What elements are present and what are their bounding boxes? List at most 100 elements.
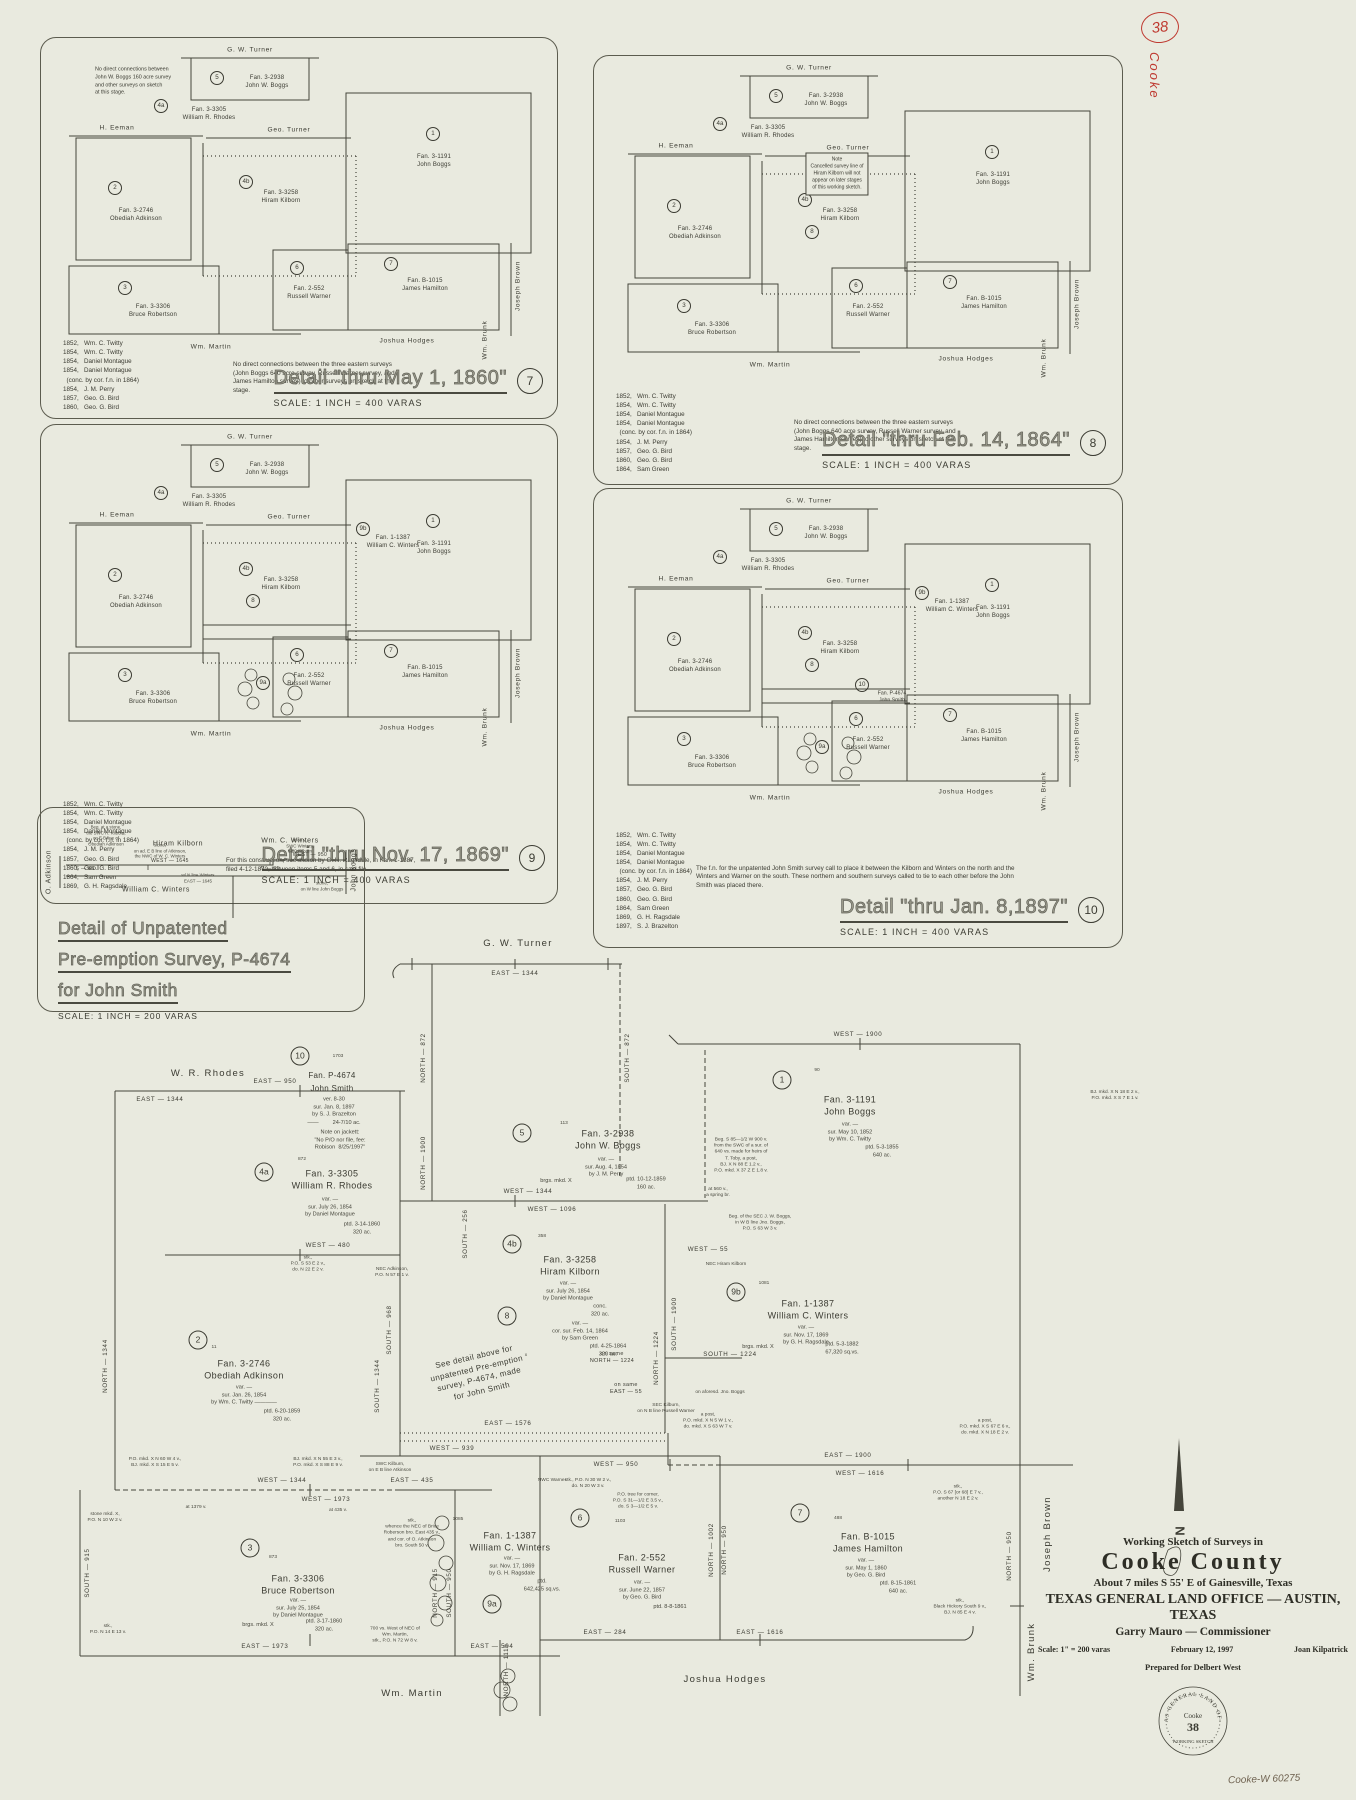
survey-james-hamilton: Fan. B-1015 James Hamilton (402, 665, 448, 679)
legend-entry: 1854, Daniel Montague (616, 420, 685, 428)
survey-number-9b: 9b (726, 1282, 746, 1302)
survey-william-r-rhodes: Fan. 3-3305 William R. Rhodes (291, 1168, 373, 1190)
survey-number-3: 3 (118, 281, 132, 295)
map-label: SOUTH — 256 (461, 1209, 469, 1259)
neighbor-w-r-rhodes: W. R. Rhodes (170, 1067, 246, 1079)
survey-number-3: 3 (118, 668, 132, 682)
survey-number-3: 3 (677, 299, 691, 313)
legend-entry: 1854, Daniel Montague (616, 859, 685, 866)
panel-title: Detail "thru Nov. 17, 1869" (261, 844, 509, 871)
map-label: EAST — 1344 (136, 1095, 184, 1103)
legend-entry: 1857, Geo. G. Bird (616, 886, 673, 894)
neighbor-h-eeman: H. Eeman (99, 124, 135, 132)
map-label: 113 (560, 1120, 568, 1126)
panel-number-badge: 9 (519, 844, 545, 871)
survey-number-9b: 9b (915, 586, 929, 600)
panel-bottom-note: No direct connections between the three … (794, 418, 956, 453)
survey-number-4b: 4b (239, 562, 253, 576)
map-label: on same NORTH — 1224 (589, 1350, 635, 1364)
survey-number-4a: 4a (154, 486, 168, 500)
map-label: BJ. mkd. X N 18 E 2 v., P.O. mkd. X S 7 … (1090, 1089, 1140, 1101)
neighbor-h-eeman: H. Eeman (658, 575, 694, 583)
map-label: John Smith (310, 1083, 354, 1093)
map-label: w/ N line Winters EAST — 1645 (181, 872, 215, 883)
map-label: EAST — 1576 (484, 1419, 532, 1427)
survey-hiram-kilborn: Fan. 3-3258 Hiram Kilborn (820, 641, 860, 655)
neighbor-g-w-turner: G. W. Turner (227, 46, 273, 54)
legend-entry: 1854, Wm. C. Twitty (616, 402, 676, 409)
survey-number-8: 8 (497, 1306, 517, 1326)
map-label: NORTH — 1344 (101, 1339, 109, 1393)
neighbor-wm-martin: Wm. Martin (190, 730, 232, 738)
preemption-scale: SCALE: 1 INCH = 200 VARAS (58, 1011, 198, 1021)
legend-entry: 1854, Daniel Montague (63, 819, 132, 826)
survey-john-w-boggs: Fan. 3-2938 John W. Boggs (804, 526, 848, 540)
panel-title: Detail "thru Feb. 14, 1864" (822, 429, 1070, 456)
survey-number-7: 7 (943, 275, 957, 289)
map-label: WEST — 939 (429, 1444, 475, 1452)
survey-number-8: 8 (805, 225, 819, 239)
survey-hiram-kilborn: Fan. 3-3258 Hiram Kilborn (540, 1254, 600, 1276)
legend-entry: 1869, G. H. Ragsdale (616, 913, 681, 921)
seal-county: Cooke (1184, 1712, 1202, 1720)
neighbor-joshua-hodges: Joshua Hodges (938, 788, 994, 796)
legend-entry: 1854, Wm. C. Twitty (63, 809, 123, 817)
neighbor-wm-martin: Wm. Martin (749, 361, 791, 369)
map-label: SOUTH — 872 (623, 1033, 631, 1083)
map-label: 1081 (758, 1280, 770, 1286)
titleblock-line1: Working Sketch of Surveys in (1123, 1536, 1263, 1548)
map-label: EAST — 1616 (736, 1628, 784, 1636)
survey-hiram-kilborn: Fan. 3-3258 Hiram Kilborn (261, 577, 301, 591)
map-label: NORTH — 950 (1005, 1531, 1013, 1581)
legend-entry: 1854, Daniel Montague (63, 358, 132, 366)
survey-number-10: 10 (290, 1046, 310, 1066)
survey-bruce-robertson: Fan. 3-3306 Bruce Robertson (687, 322, 737, 336)
map-label: N — 85 (260, 865, 280, 872)
map-label: ver. 8-30 sur. Jan. 8, 1897 by S. J. Bra… (312, 1096, 356, 1118)
neighbor-wm-martin: Wm. Martin (749, 794, 791, 802)
map-label: stone, on W line John Boggs (300, 880, 344, 891)
survey-number-4b: 4b (798, 193, 812, 207)
map-label: P.O. tree for corner, P.O. S 31—1/2 E 3.… (612, 1492, 664, 1511)
survey-james-hamilton: Fan. B-1015 James Hamilton (961, 296, 1007, 310)
map-label: EAST — 284 (583, 1628, 627, 1636)
preemption-title-block: Detail of Unpatented Pre-emption Survey,… (58, 918, 291, 1021)
survey-bruce-robertson: Fan. 3-3306 Bruce Robertson (128, 691, 178, 705)
map-label: SOUTH — 950 (445, 1568, 453, 1618)
strip-o-adkinson: O. Adkinson (45, 849, 53, 895)
survey-number-1: 1 (426, 127, 440, 141)
survey-number-6: 6 (290, 648, 304, 662)
preemption-title-line2: Pre-emption Survey, P-4674 (58, 949, 291, 973)
survey-william-c-winters: Fan. 1-1387 William C. Winters (366, 535, 420, 549)
titleblock-commissioner: Garry Mauro — Commissioner (1115, 1626, 1271, 1638)
survey-number-7: 7 (790, 1503, 810, 1523)
survey-number-5: 5 (769, 522, 783, 536)
map-label: NORTH — 872 (419, 1033, 427, 1083)
map-label: on aforesd. Jno. Boggs (695, 1389, 745, 1395)
panel-number-badge: 10 (1078, 896, 1104, 923)
map-label: var. — sur. Nov. 17, 1869 by G. H. Ragsd… (783, 1324, 829, 1346)
survey-number-6: 6 (849, 712, 863, 726)
legend-entry: 1852, Wm. C. Twitty (63, 340, 123, 347)
survey-number-2: 2 (108, 181, 122, 195)
survey-number-5: 5 (512, 1123, 532, 1143)
map-label: SWC Kilburn, on E B line Atkinson (368, 1461, 412, 1473)
preemption-title-line3: for John Smith (58, 980, 178, 1004)
neighbor-geo-turner: Geo. Turner (267, 513, 311, 521)
survey-obediah-adkinson: Fan. 3-2746 Obediah Adkinson (110, 208, 162, 222)
see-detail-note: See detail above for unpatented Pre-empt… (429, 1343, 524, 1402)
north-arrow (1163, 1438, 1184, 1576)
map-label: ptd. 8-15-1861 640 ac. (879, 1580, 917, 1594)
survey-number-7: 7 (943, 708, 957, 722)
survey-number-3: 3 (677, 732, 691, 746)
map-label: 1085 (452, 1516, 464, 1522)
map-label: EAST — 504 (470, 1642, 514, 1650)
panel-scale: SCALE: 1 INCH = 400 VARAS (840, 927, 990, 937)
